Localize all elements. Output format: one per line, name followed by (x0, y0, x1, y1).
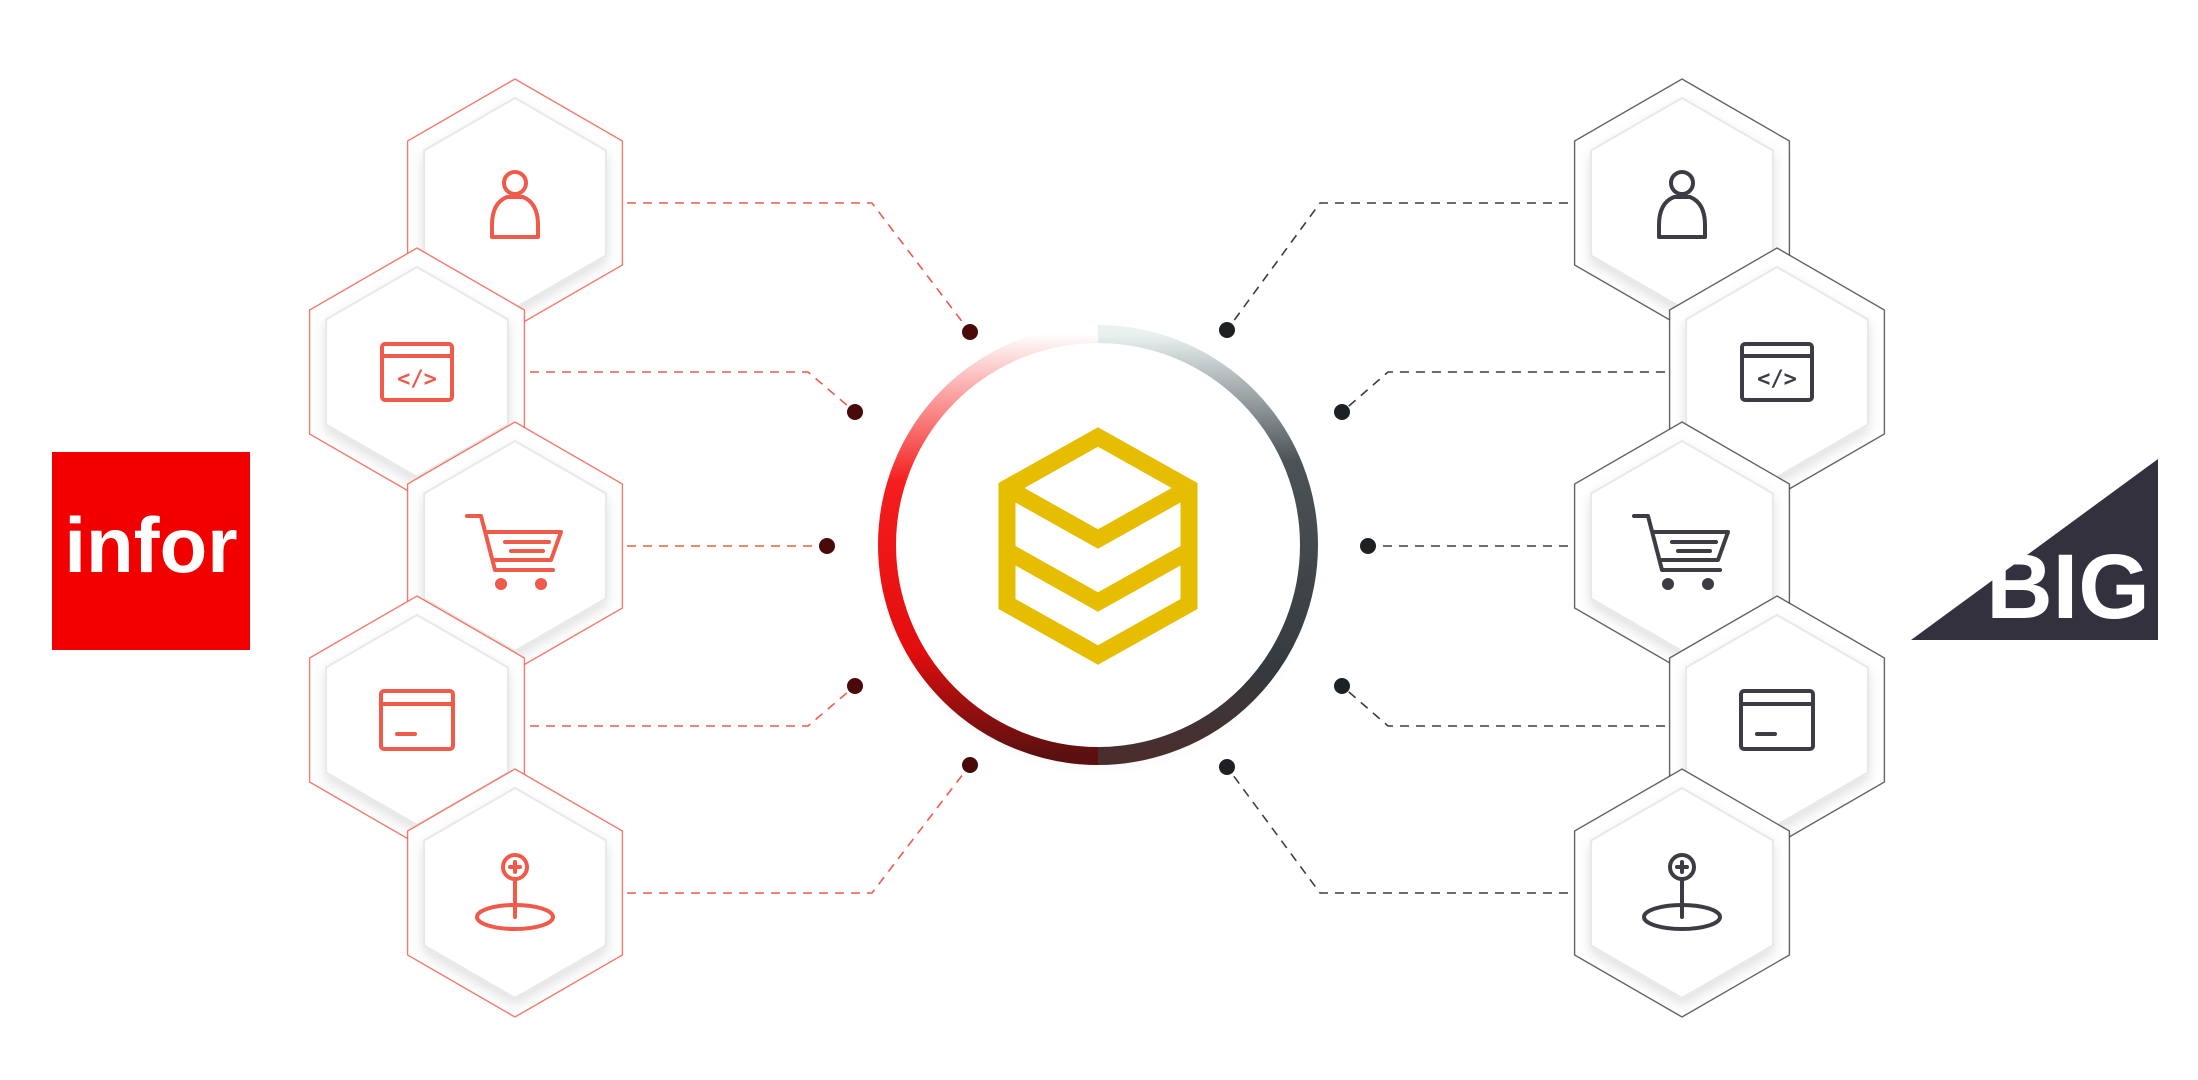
code-window-icon: </> (1740, 342, 1814, 402)
infor-logo: infor (52, 452, 250, 650)
left-hexagon-inner (325, 265, 509, 479)
right-connector-line-4 (1341, 685, 1665, 727)
right-node-4 (1668, 595, 1886, 845)
payment-card-icon (1739, 689, 1815, 751)
left-connector-line-1 (627, 202, 971, 333)
left-connector-line-2 (530, 371, 856, 413)
right-connector-line-2 (1341, 371, 1665, 413)
user-icon (1657, 170, 1707, 239)
right-connection-dot (1334, 404, 1350, 420)
svg-text:</>: </> (397, 367, 437, 392)
right-connection-dot (1334, 678, 1350, 694)
hub-ring-right (1097, 325, 1318, 765)
bigcommerce-logo: BIG (1911, 459, 2158, 640)
big-logo-text: BIG (1986, 536, 2150, 638)
central-hub (878, 325, 1318, 765)
left-node-4 (308, 595, 526, 845)
right-connection-dot (1219, 322, 1235, 338)
left-connection-dot (962, 324, 978, 340)
shopping-cart-icon (465, 514, 563, 590)
code-window-icon: </> (380, 342, 454, 402)
right-node-5 (1573, 768, 1791, 1018)
right-node-2: </> (1668, 247, 1886, 497)
location-pin-icon (1642, 853, 1722, 931)
right-connector-line-5 (1226, 766, 1568, 894)
connection-dots (819, 322, 1376, 775)
left-connector-line-4 (530, 685, 856, 727)
left-connector-line-5 (627, 764, 971, 894)
left-connection-dot (847, 678, 863, 694)
right-node-3 (1573, 421, 1791, 671)
left-connection-dot (962, 757, 978, 773)
left-connection-dot (819, 538, 835, 554)
left-node-5 (406, 768, 624, 1018)
shopping-cart-icon (1632, 514, 1730, 590)
left-connection-dot (847, 404, 863, 420)
right-connector-line-1 (1226, 202, 1568, 331)
right-connection-dot (1219, 759, 1235, 775)
left-node-column: </> (308, 78, 624, 1018)
svg-text:</>: </> (1757, 367, 1797, 392)
left-node-3 (406, 421, 624, 671)
location-pin-icon (475, 853, 555, 931)
hub-ring-left (878, 325, 1099, 765)
payment-card-icon (379, 689, 455, 751)
left-node-1 (406, 78, 624, 328)
infor-logo-text: infor (64, 501, 237, 589)
right-connection-dot (1360, 538, 1376, 554)
stacked-layers-icon (998, 427, 1198, 665)
connector-lines (530, 202, 1665, 894)
right-node-column: </> (1573, 78, 1886, 1018)
user-icon (490, 170, 540, 239)
left-hexagon-inner (423, 439, 607, 653)
left-node-2: </> (308, 247, 526, 497)
